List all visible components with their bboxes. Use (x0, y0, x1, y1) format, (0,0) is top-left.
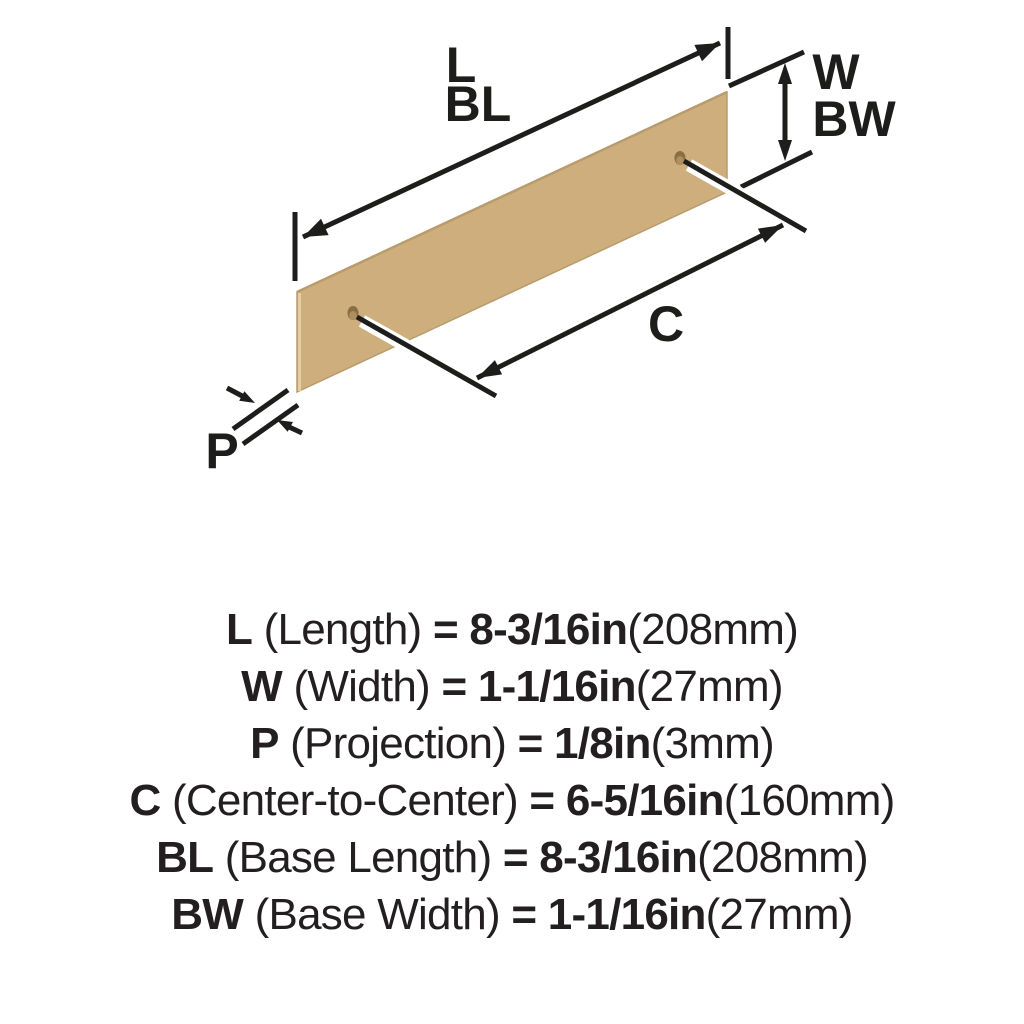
dimension-width (727, 49, 814, 190)
spec-abbr: P (250, 719, 279, 768)
spec-metric: (27mm) (635, 662, 784, 711)
backplate (296, 90, 728, 394)
label-center-to-center: C (648, 296, 684, 352)
spec-line-base-length: BL (Base Length) = 8-3/16in(208mm) (0, 829, 1024, 886)
length-line (301, 40, 722, 240)
length-arrow-right (694, 43, 720, 62)
label-projection: P (205, 423, 238, 479)
center-extension-left (355, 314, 498, 399)
center-line (475, 222, 785, 381)
spec-metric: (208mm) (697, 833, 869, 882)
center-extension-right (682, 158, 808, 234)
width-arrow-top (778, 63, 792, 84)
spec-value: 1-1/16in (477, 662, 637, 711)
spec-line-width: W (Width) = 1-1/16in(27mm) (0, 658, 1024, 715)
dimension-center-to-center (355, 158, 810, 402)
spec-line-length: L (Length) = 8-3/16in(208mm) (0, 601, 1024, 658)
spec-metric: (27mm) (705, 890, 854, 939)
spec-abbr: L (225, 605, 253, 654)
spec-name: (Projection) (290, 719, 507, 768)
screw-hole-left (347, 306, 359, 320)
spec-name: (Length) (263, 605, 423, 654)
backplate-top-edge (296, 90, 728, 294)
spec-abbr: C (129, 776, 161, 825)
spec-value: 6-5/16in (565, 776, 725, 825)
spec-name: (Width) (293, 662, 430, 711)
isometric-dimension-drawing: L BL W BW C P (205, 27, 896, 479)
screw-hole-right (674, 151, 686, 165)
spec-metric: (3mm) (650, 719, 775, 768)
projection-slash-1 (231, 387, 290, 432)
length-arrow-left (303, 218, 329, 237)
spec-name: (Base Width) (254, 890, 501, 939)
projection-arrow-top-head (239, 391, 255, 403)
spec-equals: = (529, 776, 555, 825)
spec-metric: (160mm) (723, 776, 896, 825)
spec-line-projection: P (Projection) = 1/8in(3mm) (0, 715, 1024, 772)
spec-equals: = (432, 605, 459, 654)
spec-value: 8-3/16in (469, 605, 628, 654)
spec-abbr: BL (156, 833, 214, 882)
spec-equals: = (511, 890, 537, 939)
spec-name: (Base Length) (224, 833, 492, 882)
spec-line-base-width: BW (Base Width) = 1-1/16in(27mm) (0, 886, 1024, 943)
spec-value: 8-3/16in (539, 833, 698, 882)
width-tick-bottom (739, 149, 814, 190)
label-base-width: BW (812, 91, 896, 147)
width-arrow-bottom (778, 140, 792, 161)
spec-abbr: BW (171, 890, 244, 939)
spec-value: 1-1/16in (547, 890, 707, 939)
spec-name: (Center-to-Center) (172, 776, 519, 825)
dimension-length (292, 27, 731, 281)
spec-value: 1/8in (554, 719, 651, 768)
center-arrow-right (757, 225, 783, 243)
spec-metric: (208mm) (627, 605, 799, 654)
projection-slash-2 (241, 402, 300, 447)
spec-equals: = (502, 833, 529, 882)
label-length: L (446, 37, 477, 93)
label-width: W (812, 44, 860, 100)
spec-line-center-to-center: C (Center-to-Center) = 6-5/16in(160mm) (0, 772, 1024, 829)
label-base-length: BL (445, 76, 512, 132)
spec-equals: = (517, 719, 544, 768)
spec-list: L (Length) = 8-3/16in(208mm) W (Width) =… (0, 601, 1024, 943)
spec-abbr: W (241, 662, 283, 711)
center-arrow-left (477, 360, 503, 378)
dimension-projection (225, 385, 304, 447)
width-tick-top (727, 49, 806, 89)
projection-arrow-bottom-head (277, 420, 293, 432)
spec-equals: = (441, 662, 467, 711)
